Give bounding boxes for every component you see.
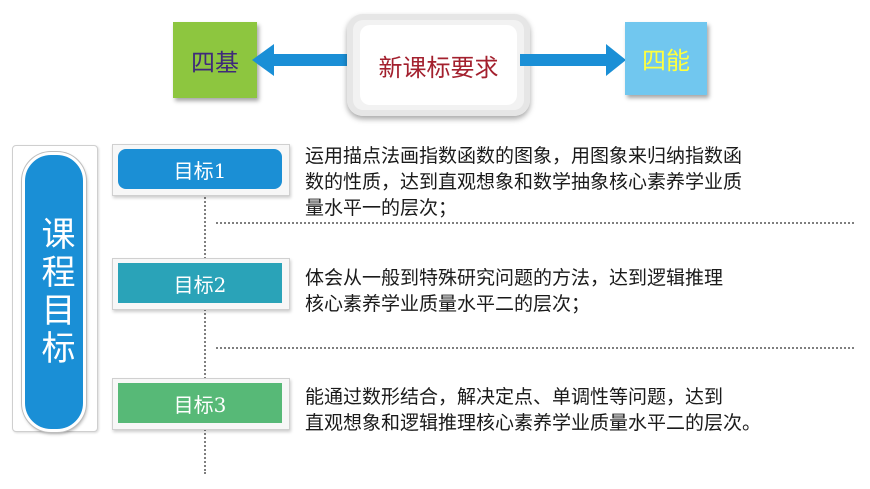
side-title-pill: 课程目标 — [22, 152, 86, 432]
goal3-tile: 目标3 — [118, 383, 282, 423]
side-title-text: 课程目标 — [34, 216, 75, 368]
goal1-label: 目标1 — [173, 158, 227, 183]
goal2-tile: 目标2 — [118, 263, 282, 303]
four-abilities-box: 四能 — [625, 22, 707, 95]
four-foundations-box: 四基 — [173, 22, 257, 98]
left-arrow-icon — [252, 44, 360, 76]
goal1-line2: 数的性质，达到直观想象和数学抽象核心素养学业质 — [305, 171, 743, 193]
four-abilities-label: 四能 — [642, 47, 690, 75]
goal2-line1: 体会从一般到特殊研究问题的方法，达到逻辑推理 — [305, 267, 724, 289]
goal1-line1: 运用描点法画指数函数的图象，用图象来归纳指数函 — [305, 145, 743, 167]
goal2-description: 体会从一般到特殊研究问题的方法，达到逻辑推理 核心素养学业质量水平二的层次； — [305, 265, 825, 317]
goal1-description: 运用描点法画指数函数的图象，用图象来归纳指数函 数的性质，达到直观想象和数学抽象… — [305, 143, 825, 221]
four-foundations-label: 四基 — [191, 48, 239, 77]
goal3-line1: 能通过数形结合，解决定点、单调性等问题，达到 — [305, 386, 724, 408]
goal1-tile: 目标1 — [118, 149, 282, 189]
goal2-label: 目标2 — [173, 272, 227, 297]
new-curriculum-box: 新课标要求 — [360, 25, 517, 105]
goal1-line3: 量水平一的层次； — [305, 197, 458, 219]
divider-line-1 — [216, 222, 854, 224]
vertical-connector — [204, 190, 206, 474]
divider-line-2 — [216, 347, 854, 349]
goal3-line2: 直观想象和逻辑推理核心素养学业质量水平二的层次。 — [305, 412, 762, 434]
goal2-line2: 核心素养学业质量水平二的层次； — [305, 293, 591, 315]
goal3-label: 目标3 — [173, 392, 227, 417]
goal3-description: 能通过数形结合，解决定点、单调性等问题，达到 直观想象和逻辑推理核心素养学业质量… — [305, 384, 825, 436]
right-arrow-icon — [520, 44, 626, 76]
new-curriculum-label: 新课标要求 — [378, 53, 499, 82]
